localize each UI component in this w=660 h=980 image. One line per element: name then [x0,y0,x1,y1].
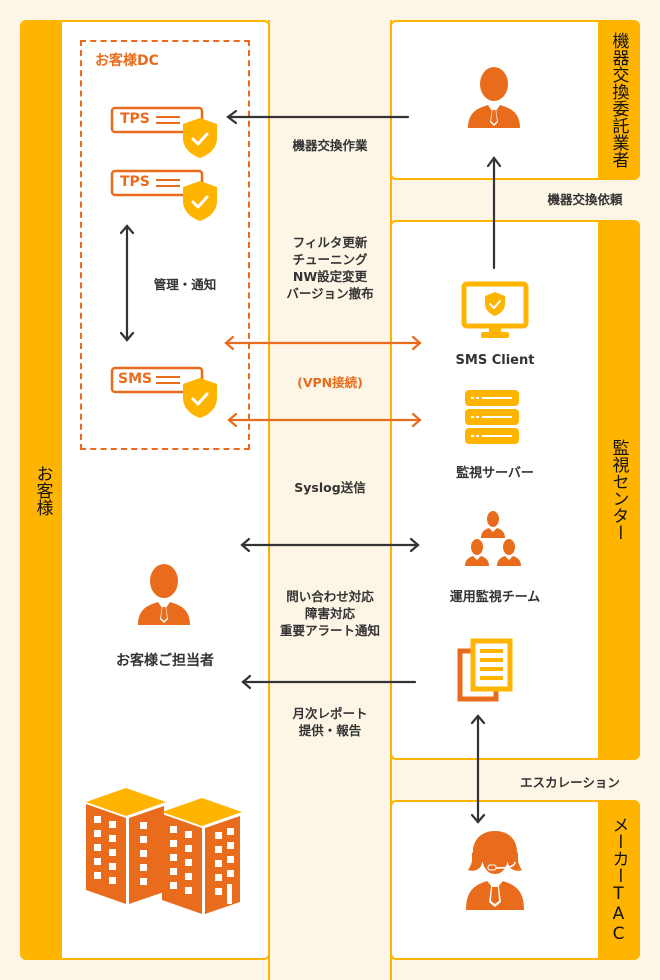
vendor-panel: 機器交換委託業者 [390,20,640,180]
maker-tac-band: メーカーTAC [598,802,638,958]
shield-check-icon [183,378,217,418]
customer-contact-icon [134,563,194,635]
shield-check-icon [183,118,217,158]
monitor-shield-icon [461,281,529,345]
monitoring-center-band-label: 監視センター [608,439,629,541]
customer-band-label: お客様 [32,464,53,516]
sms-client-label: SMS Client [455,353,535,368]
customer-dc-box [80,40,250,450]
buildings-icon [84,780,246,918]
customer-dc-title: お客様DC [95,53,159,69]
shield-check-icon [183,181,217,221]
maker-tac-panel: メーカーTAC [390,800,640,960]
escalation-label: エスカレーション [520,775,620,790]
server-icon [465,390,521,448]
tps-label-2: TPS [120,174,150,190]
operator-headset-icon [463,830,527,916]
maker-tac-band-label: メーカーTAC [608,816,629,944]
syslog-label: Syslog送信 [294,480,366,495]
vendor-person-icon [464,66,524,138]
monitoring-center-panel: 監視センター [390,220,640,760]
mgmt-notify-label: 管理・通知 [153,277,217,292]
replacement-work-label: 機器交換作業 [292,138,368,153]
report-label: 月次レポート 提供・報告 [292,706,368,738]
ops-team-label: 運用監視チーム [449,590,541,605]
vendor-band: 機器交換委託業者 [598,22,638,178]
customer-band: お客様 [22,22,62,958]
sms-ops-label: フィルタ更新 チューニング NW設定変更 バージョン撤布 [286,235,374,301]
documents-icon [457,638,515,708]
tps-device-2: TPS [110,169,220,229]
team-icon [464,510,524,574]
replacement-request-label: 機器交換依頼 [547,192,623,207]
vendor-band-label: 機器交換委託業者 [608,32,629,168]
sms-label: SMS [118,371,153,387]
sms-device: SMS [110,366,220,426]
tps-label-1: TPS [120,111,150,127]
monitoring-server-label: 監視サーバー [456,466,534,481]
vpn-label: (VPN接続) [297,375,363,390]
monitoring-center-band: 監視センター [598,222,638,758]
flow-lane [268,20,392,980]
customer-contact-label: お客様ご担当者 [116,653,214,669]
support-label: 問い合わせ対応 障害対応 重要アラート通知 [279,589,380,638]
tps-device-1: TPS [110,106,220,166]
